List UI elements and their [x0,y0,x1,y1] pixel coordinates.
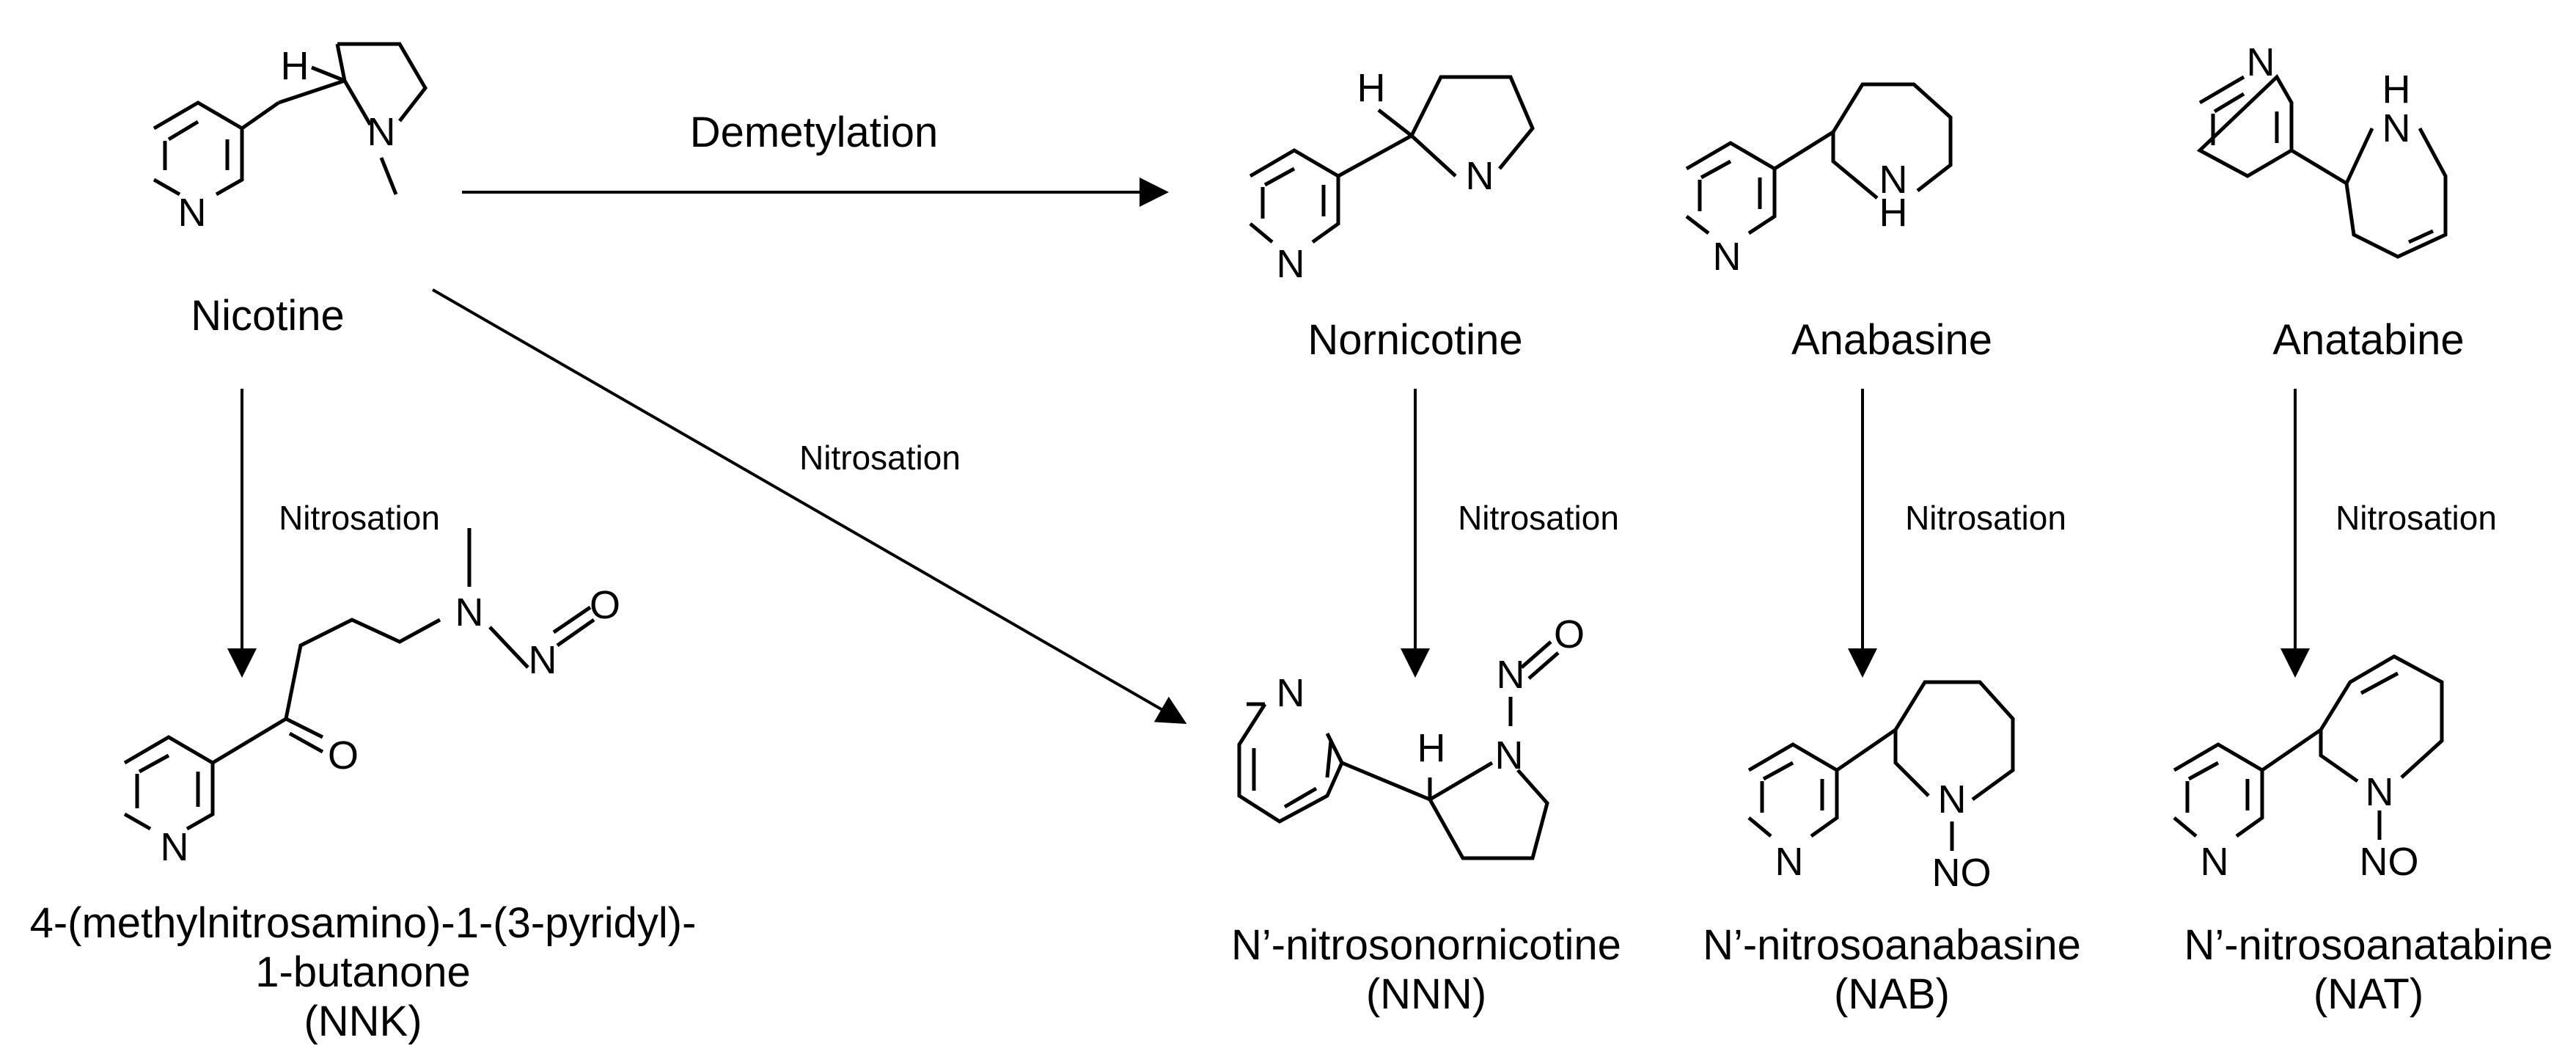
nornicotine-structure: N N H [1249,66,1535,286]
nicotine-atom-h: H [281,44,309,88]
anabasine-atom-h: H [1879,191,1908,235]
nab-abbr: (NAB) [1834,970,1950,1018]
nab-atom-n-ring: N [1775,840,1804,884]
nab-atom-n-pip: N [1938,777,1967,821]
nnn-atom-n-nitroso: N [1497,653,1525,697]
nnk-atom-o-nitroso: O [590,583,620,627]
anabasine-structure: N N H [1685,82,1953,279]
nnk-label-abbr: (NNK) [304,998,422,1045]
nnn-atom-n-ring: N [1277,671,1305,715]
nnk-structure: N O N N O [123,528,620,869]
anatabine-label: Anatabine [2272,316,2464,364]
label-nitrosation-nnk: Nitrosation [279,499,440,537]
anabasine-label: Anabasine [1791,316,1992,364]
nornicotine-label: Nornicotine [1307,316,1522,364]
nnk-atom-n-ring: N [161,825,189,869]
nat-label: N’-nitrosoanatabine [2184,921,2553,969]
nnn-atom-h: H [1417,726,1446,770]
nat-structure: N N NO [2173,654,2444,884]
nat-abbr: (NAT) [2313,970,2423,1018]
nnk-label-line1: 4-(methylnitrosamino)-1-(3-pyridyl)- [30,899,697,947]
nab-atom-no: NO [1932,851,1992,895]
label-demethylation: Demetylation [690,109,938,156]
nnk-atom-n-amine: N [455,590,484,634]
nicotine-label: Nicotine [191,292,345,340]
label-nitrosation-nat: Nitrosation [2335,499,2497,537]
label-nitrosation-nab: Nitrosation [1905,499,2066,537]
nnn-atom-n-pyrrol: N [1495,733,1524,777]
nornicotine-atom-n-ring: N [1277,242,1305,286]
label-nitrosation-nnn-diagonal: Nitrosation [799,439,961,477]
nnn-atom-o-nitroso: O [1554,612,1585,656]
arrow-nicotine-to-nnn [432,288,1187,724]
nnn-label: N’-nitrosonornicotine [1231,921,1621,969]
nornicotine-atom-h: H [1357,66,1386,110]
anatabine-atom-n-pip: N [2382,106,2411,150]
nicotine-atom-n-ring: N [178,191,207,235]
nat-atom-no: NO [2360,840,2419,884]
nicotine-structure: N N H [153,42,428,235]
nat-atom-n-pip: N [2366,770,2394,814]
anabasine-atom-n-ring: N [1713,235,1742,279]
anatabine-atom-n-ring: N [2247,40,2275,84]
nnk-atom-o-keto: O [328,733,359,777]
anatabine-atom-h: H [2382,67,2411,111]
anabasine-atom-n-pip: N [1879,158,1908,202]
nat-atom-n-ring: N [2201,840,2229,884]
label-nitrosation-nnn: Nitrosation [1458,499,1619,537]
nnk-atom-n-nitroso: N [529,638,557,682]
nornicotine-atom-n-pyrrol: N [1466,154,1494,198]
nnk-label-line2: 1-butanone [255,948,470,996]
nicotine-atom-n-pyrrol: N [367,110,396,154]
anatabine-structure: N N H [2196,40,2448,259]
nnn-structure: N H N N O [1237,612,1585,860]
nnn-abbr: (NNN) [1366,970,1486,1018]
nab-label: N’-nitrosoanabasine [1703,921,2081,969]
nab-structure: N N NO [1747,680,2015,895]
